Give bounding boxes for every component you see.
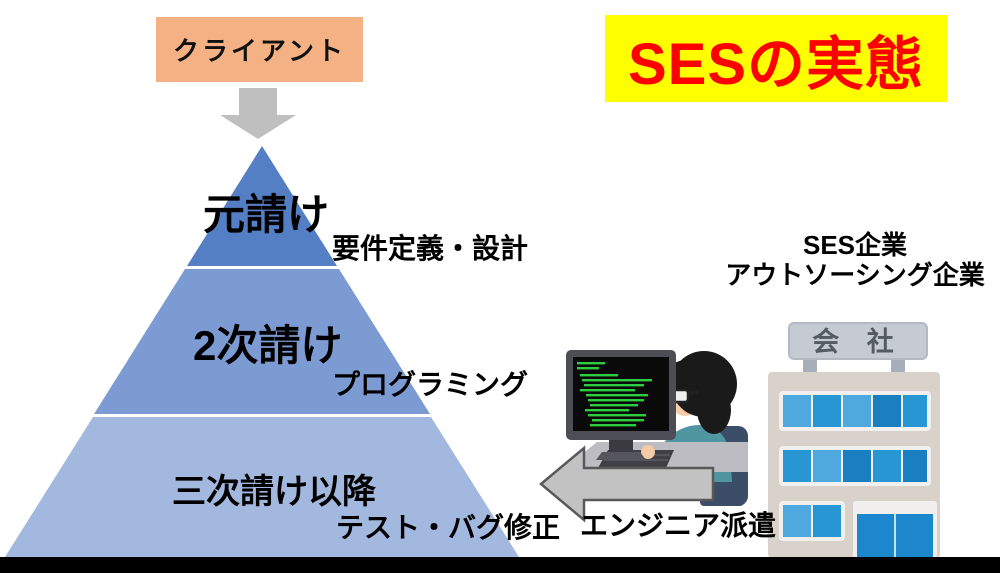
pyramid-tier-3-label: 三次請け以降	[172, 473, 376, 511]
pyramid	[5, 146, 519, 557]
tier-1-task-label: 要件定義・設計	[332, 233, 529, 264]
pyramid-tier-1-label: 元請け	[203, 191, 330, 238]
down-arrow-icon	[220, 88, 296, 139]
company-building-icon: 会 社	[768, 322, 940, 558]
programmer-at-computer-illustration	[560, 350, 748, 506]
page-title-text: SESの実態	[627, 31, 925, 97]
client-box-label: クライアント	[173, 36, 346, 66]
tier-3-task-label: テスト・バグ修正	[336, 512, 561, 543]
code-on-screen	[577, 362, 652, 427]
dispatch-arrow-icon	[539, 445, 715, 523]
pyramid-tier-3	[5, 417, 519, 557]
ses-company-caption: SES企業 アウトソーシング企業	[660, 230, 1000, 290]
window-row	[779, 391, 931, 431]
dispatch-arrow-label: エンジニア派遣	[580, 510, 777, 541]
page-title: SESの実態	[605, 15, 947, 102]
pyramid-tier-1	[187, 146, 337, 266]
ses-company-caption-line1: SES企業	[802, 230, 908, 260]
ses-company-caption-line2: アウトソーシング企業	[725, 260, 985, 290]
client-box: クライアント	[156, 17, 363, 82]
small-window	[779, 501, 845, 541]
monitor-icon	[566, 350, 676, 460]
pyramid-tier-2	[94, 269, 430, 414]
tier-2-task-label: プログラミング	[332, 369, 529, 400]
building-sign: 会 社	[788, 322, 928, 360]
window-row	[779, 446, 931, 486]
bottom-black-bar	[0, 557, 1000, 573]
pyramid-tier-2-label: 2次請け	[193, 322, 343, 369]
entrance-door	[853, 501, 937, 558]
building-sign-label: 会 社	[812, 326, 904, 357]
